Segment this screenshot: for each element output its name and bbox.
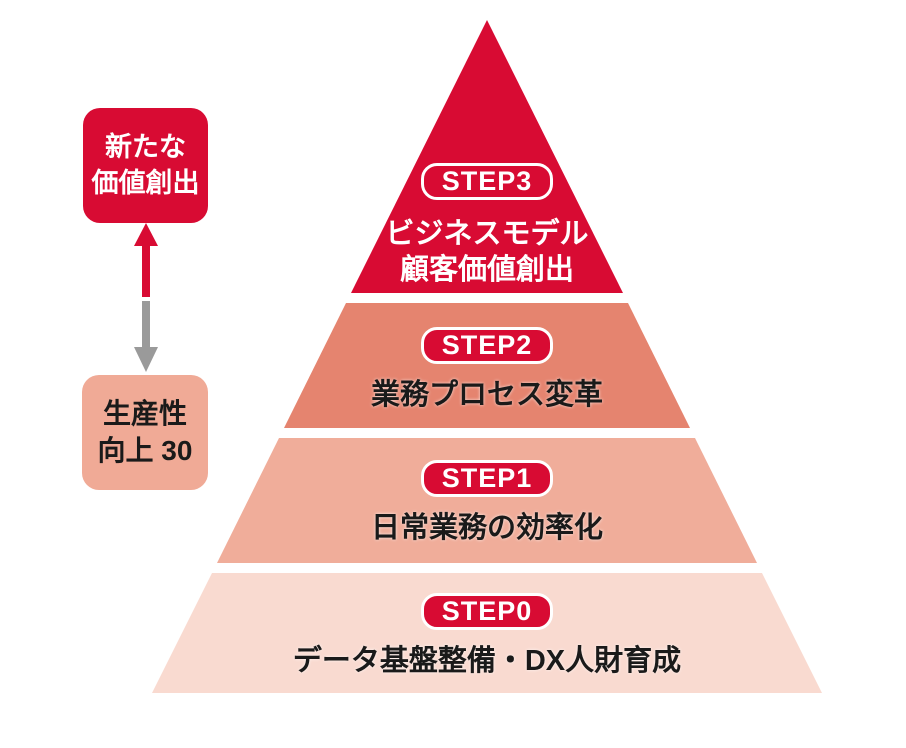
step2-label-line1: 業務プロセス変革 (370, 379, 603, 411)
productivity-box: 生産性 向上 30 (82, 375, 208, 490)
new-value-box-line1: 新たな (105, 131, 186, 162)
up-down-arrows (134, 223, 158, 372)
productivity-box-line2: 向上 30 (97, 434, 193, 466)
arrow-down-icon (134, 301, 158, 372)
step3-badge: STEP3 (421, 163, 553, 200)
productivity-box-line1: 生産性 (102, 397, 187, 429)
pyramid-level-step3: STEP3 ビジネスモデル 顧客価値創出 (351, 20, 623, 293)
pyramid-level-step1: STEP1 日常業務の効率化 (217, 438, 757, 563)
arrow-up-icon (134, 223, 158, 297)
step2-label: 業務プロセス変革 (371, 377, 603, 413)
new-value-box-line2: 価値創出 (91, 167, 200, 198)
pyramid-level-step0: STEP0 データ基盤整備・DX人財育成 (152, 573, 822, 693)
step0-badge: STEP0 (421, 593, 553, 630)
step2-badge: STEP2 (421, 327, 553, 364)
step1-badge: STEP1 (421, 460, 553, 497)
step1-label: 日常業務の効率化 (371, 510, 603, 546)
step3-label-line2: 顧客価値創出 (399, 254, 574, 286)
step3-label: ビジネスモデル 顧客価値創出 (385, 216, 588, 288)
pyramid-level-step2: STEP2 業務プロセス変革 (284, 303, 690, 428)
step0-label-line1: データ基盤整備・DX人財育成 (292, 645, 682, 677)
new-value-box: 新たな 価値創出 (83, 108, 208, 223)
step0-label: データ基盤整備・DX人財育成 (293, 643, 681, 679)
step3-label-line1: ビジネスモデル (385, 218, 589, 250)
step1-label-line1: 日常業務の効率化 (370, 512, 603, 544)
